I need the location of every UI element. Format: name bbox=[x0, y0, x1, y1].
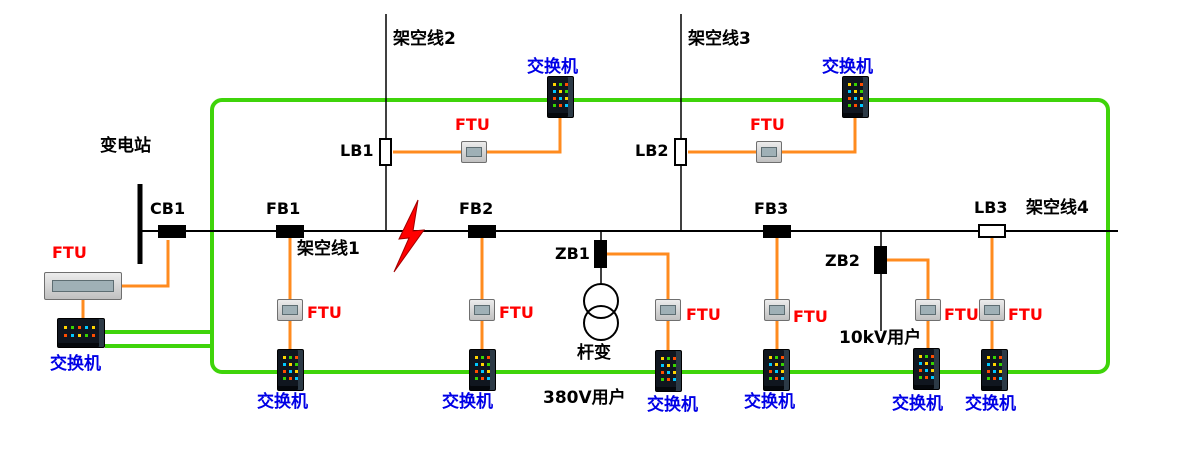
pole-transformer-label: 杆变 bbox=[577, 343, 611, 363]
switch-label-zb1: 交换机 bbox=[647, 395, 698, 415]
switch-label-zb2: 交换机 bbox=[892, 394, 943, 414]
load-switch-lb3 bbox=[978, 224, 1006, 238]
load-switch-lb1 bbox=[379, 138, 392, 166]
load-switch-lb2 bbox=[674, 138, 687, 166]
breaker-cb1 bbox=[158, 225, 186, 238]
ethernet-switch-lb3 bbox=[981, 349, 1008, 391]
ftu-device-lb2 bbox=[756, 141, 782, 163]
transformer-coil-top bbox=[583, 283, 619, 319]
fiber-ring-substation-branch bbox=[105, 330, 212, 348]
ethernet-switch-fb3 bbox=[763, 349, 790, 391]
ftu-device-fb1 bbox=[277, 299, 303, 321]
link-lb1-chain bbox=[393, 118, 562, 154]
substation-label: 变电站 bbox=[100, 136, 151, 156]
switch-label-lb2: 交换机 bbox=[822, 57, 873, 77]
breaker-zb2 bbox=[874, 246, 887, 274]
ftu-device-fb3 bbox=[764, 299, 790, 321]
overhead-line-4-label: 架空线4 bbox=[1026, 198, 1089, 218]
switch-label-fb2: 交换机 bbox=[442, 392, 493, 412]
ethernet-switch-lb1 bbox=[547, 76, 574, 118]
ftu-label-fb3: FTU bbox=[793, 307, 828, 326]
ftu-device-zb2 bbox=[915, 299, 941, 321]
ftu-device-fb2 bbox=[469, 299, 495, 321]
ftu-label-lb1: FTU bbox=[455, 115, 490, 134]
switch-label-fb3: 交换机 bbox=[744, 392, 795, 412]
ethernet-switch-zb1 bbox=[655, 350, 682, 392]
link-substation-ftu-cb1 bbox=[122, 240, 170, 288]
breaker-fb1 bbox=[276, 225, 304, 238]
fb1-label: FB1 bbox=[266, 199, 301, 218]
ethernet-switch-lb2 bbox=[842, 76, 869, 118]
zb1-label: ZB1 bbox=[555, 244, 590, 263]
ethernet-switch-zb2 bbox=[913, 348, 940, 390]
link-zb1-chain bbox=[607, 252, 670, 350]
overhead-line-1-label: 架空线1 bbox=[297, 239, 360, 259]
fault-lightning-icon bbox=[393, 199, 426, 273]
ftu-device-substation bbox=[44, 272, 122, 300]
mv-users-label: 10kV用户 bbox=[839, 328, 922, 348]
switch-label-fb1: 交换机 bbox=[257, 392, 308, 412]
link-lb2-chain bbox=[688, 118, 857, 154]
switch-label-lb3: 交换机 bbox=[965, 394, 1016, 414]
breaker-fb3 bbox=[763, 225, 791, 238]
ethernet-switch-substation bbox=[57, 318, 105, 348]
ftu-label-fb2: FTU bbox=[499, 303, 534, 322]
breaker-zb1 bbox=[594, 240, 607, 268]
switch-label-lb1: 交换机 bbox=[527, 57, 578, 77]
ftu-label-lb2: FTU bbox=[750, 115, 785, 134]
overhead-line-3-label: 架空线3 bbox=[688, 29, 751, 49]
fb2-label: FB2 bbox=[459, 199, 494, 218]
cb1-label: CB1 bbox=[150, 199, 186, 218]
ftu-device-lb1 bbox=[461, 141, 487, 163]
lv-users-label: 380V用户 bbox=[543, 388, 626, 408]
ftu-label-fb1: FTU bbox=[307, 303, 342, 322]
lb1-label: LB1 bbox=[340, 141, 374, 160]
overhead-line-2-label: 架空线2 bbox=[393, 29, 456, 49]
transformer-coil-bottom bbox=[583, 305, 619, 341]
serial-links bbox=[81, 118, 994, 350]
ftu-label-lb3: FTU bbox=[1008, 305, 1043, 324]
ethernet-switch-fb1 bbox=[277, 349, 304, 391]
zb2-label: ZB2 bbox=[825, 251, 860, 270]
ftu-device-zb1 bbox=[655, 299, 681, 321]
switch-label-substation: 交换机 bbox=[50, 354, 101, 374]
fb3-label: FB3 bbox=[754, 199, 789, 218]
ftu-label-zb2: FTU bbox=[944, 305, 979, 324]
link-zb2-chain bbox=[887, 258, 930, 348]
lb3-label: LB3 bbox=[974, 198, 1008, 217]
breaker-fb2 bbox=[468, 225, 496, 238]
ftu-label-substation: FTU bbox=[52, 243, 87, 262]
ethernet-switch-fb2 bbox=[469, 349, 496, 391]
ftu-device-lb3 bbox=[979, 299, 1005, 321]
ftu-label-zb1: FTU bbox=[686, 305, 721, 324]
lb2-label: LB2 bbox=[635, 141, 669, 160]
